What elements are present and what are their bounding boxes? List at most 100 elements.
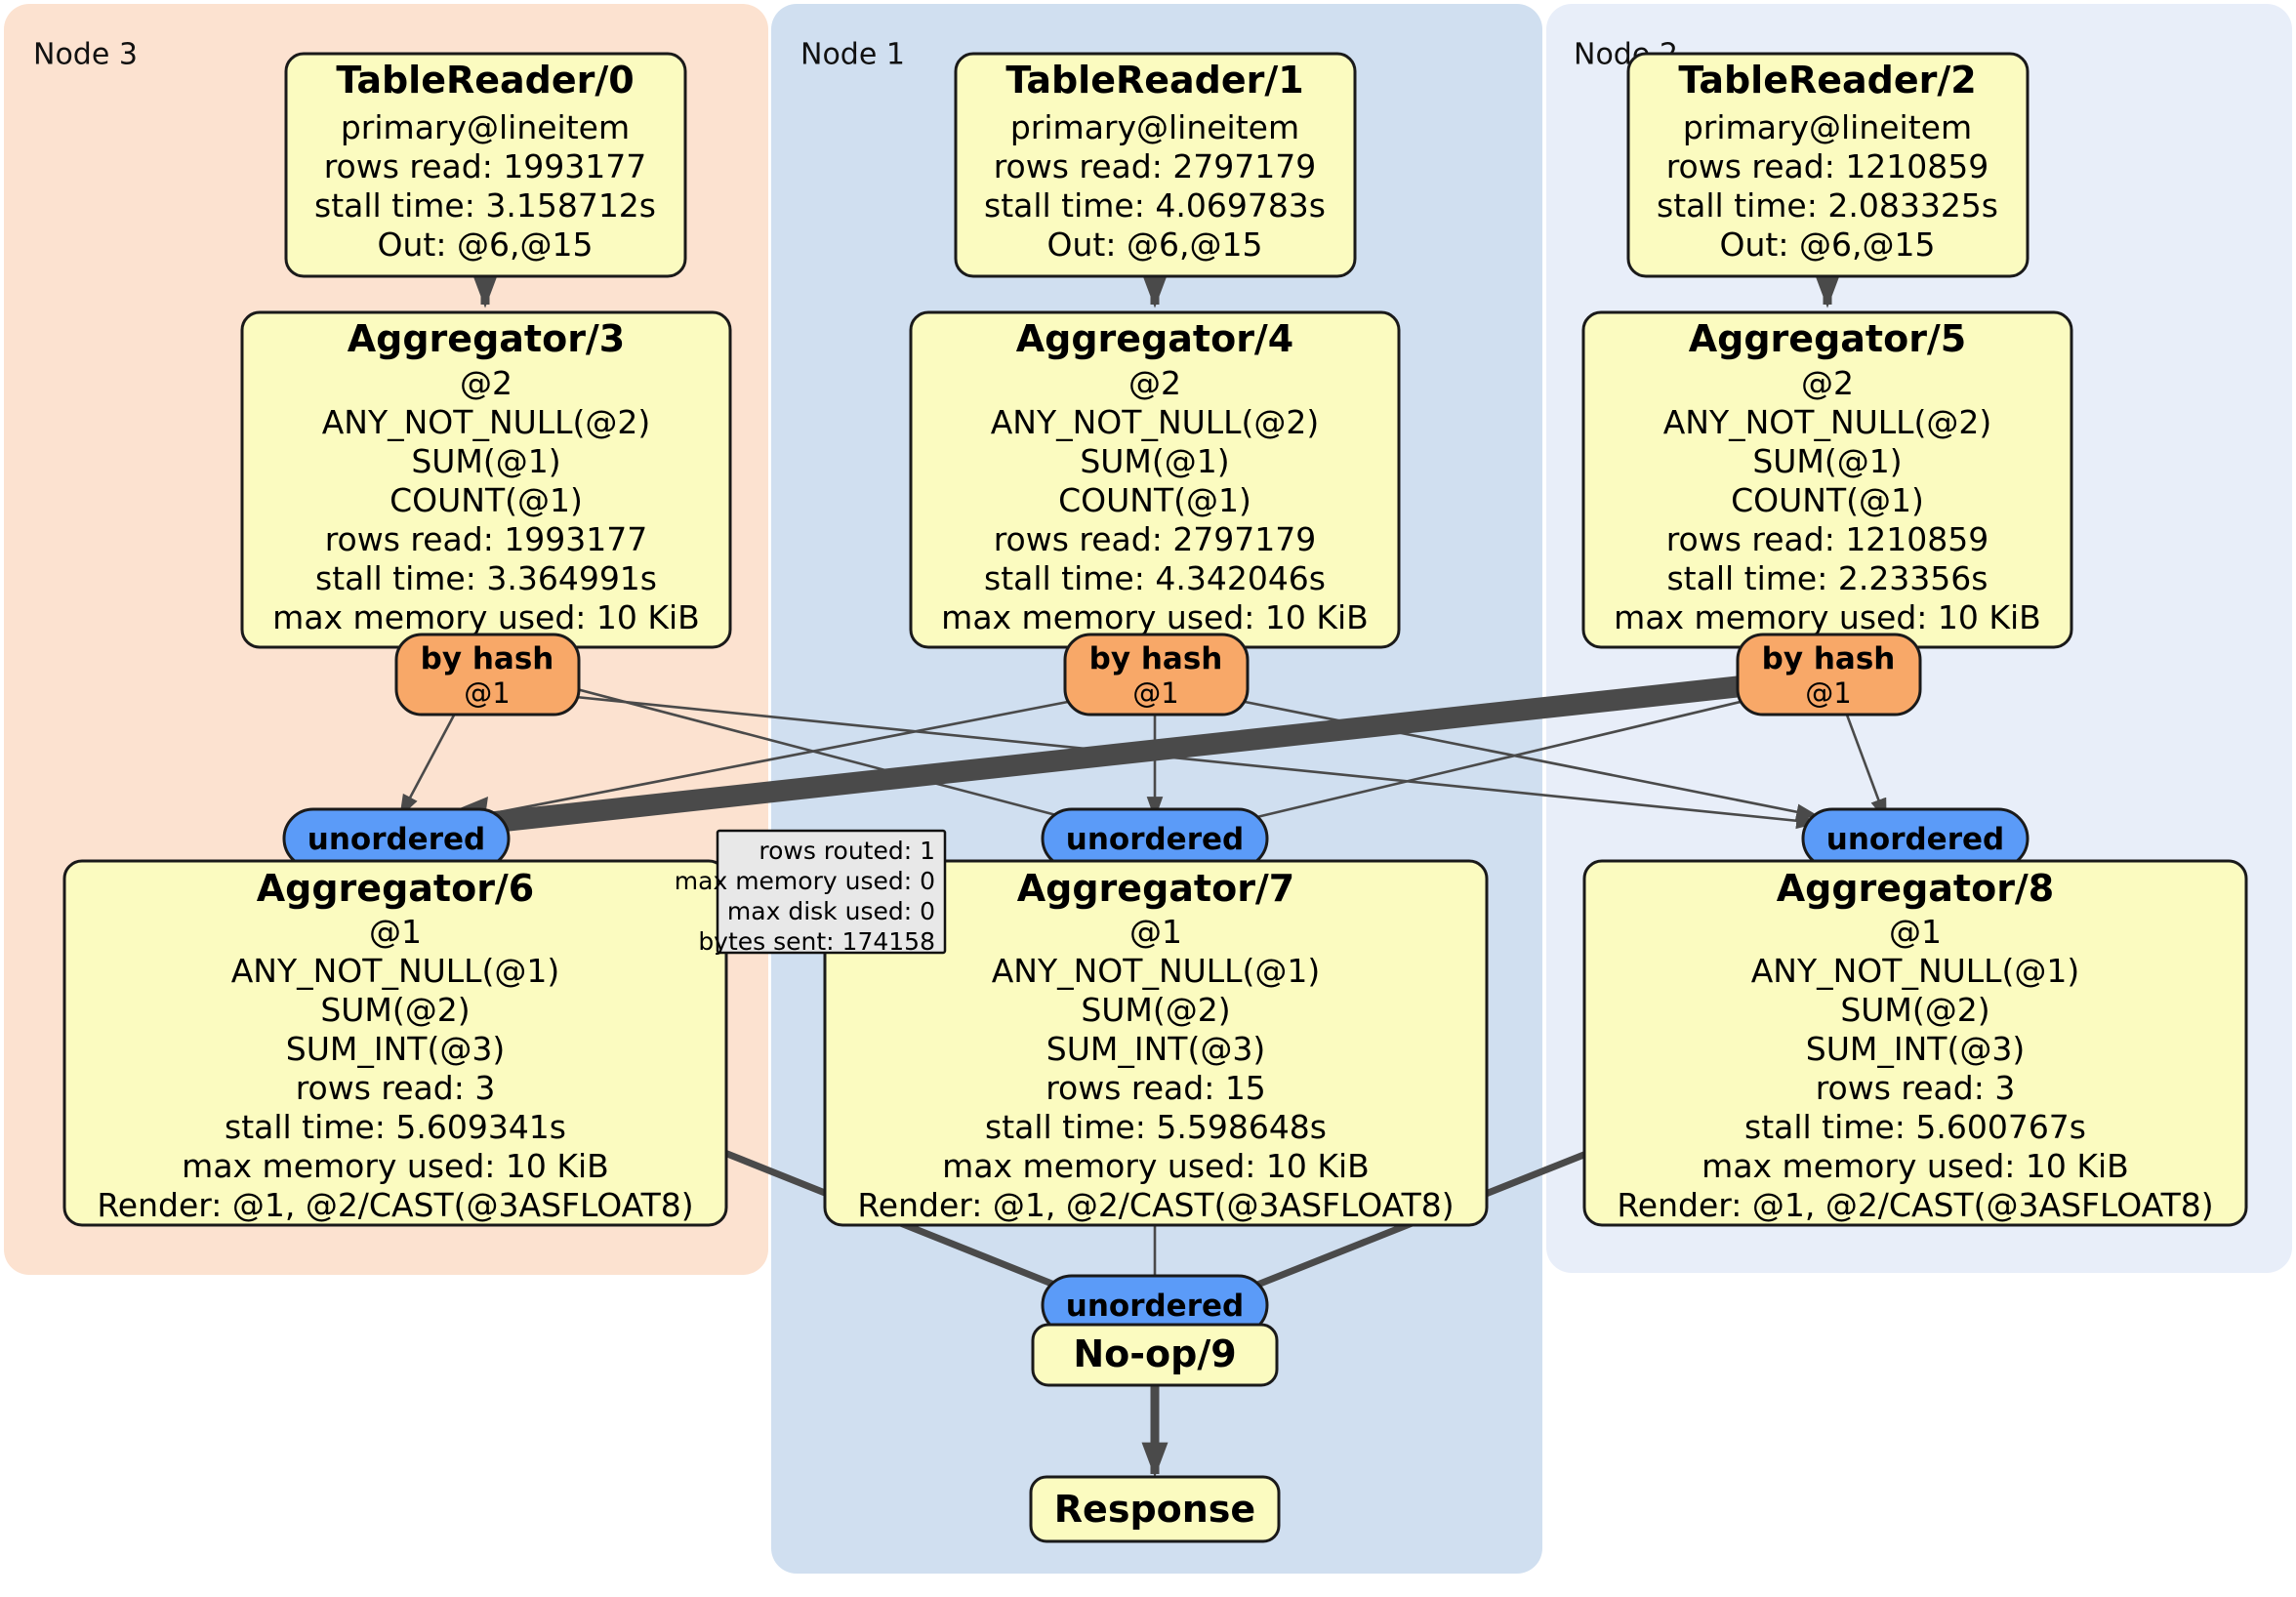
router-subtitle: @1 — [1805, 676, 1851, 710]
operator-line: stall time: 5.609341s — [225, 1108, 566, 1146]
operator-line: stall time: 5.598648s — [985, 1108, 1327, 1146]
operator-line: primary@lineitem — [1010, 108, 1299, 146]
operator-line: rows read: 1993177 — [324, 147, 647, 185]
operator-line: stall time: 3.158712s — [314, 186, 656, 225]
edge-hash3-unordered7 — [554, 681, 1095, 828]
operator-aggregator-3[interactable]: Aggregator/3 @2 ANY_NOT_NULL(@2) SUM(@1)… — [240, 310, 732, 649]
operator-line: rows read: 15 — [1046, 1069, 1266, 1107]
operator-title: Aggregator/6 — [257, 867, 535, 910]
operator-line: Render: @1, @2/CAST(@3ASFLOAT8) — [857, 1186, 1454, 1224]
operator-line: max memory used: 10 KiB — [941, 598, 1369, 636]
operator-response[interactable]: Response — [1029, 1475, 1281, 1543]
operator-line: Render: @1, @2/CAST(@3ASFLOAT8) — [1617, 1186, 2213, 1224]
operator-line: Out: @6,@15 — [1720, 225, 1936, 264]
operator-line: Out: @6,@15 — [1047, 225, 1263, 264]
operator-line: stall time: 5.600767s — [1744, 1108, 2086, 1146]
operator-line: stall time: 4.069783s — [984, 186, 1326, 225]
synchronizer-unordered-8[interactable]: unordered — [1801, 807, 2030, 870]
operator-line: @1 — [1889, 913, 1942, 951]
router-title: by hash — [1089, 641, 1223, 676]
operator-tablereader-2[interactable]: TableReader/2 primary@lineitem rows read… — [1626, 52, 2030, 278]
operator-line: SUM_INT(@3) — [286, 1030, 505, 1068]
operator-title: Aggregator/3 — [348, 317, 626, 360]
router-by-hash-4[interactable]: by hash @1 — [1063, 633, 1250, 717]
operator-line: COUNT(@1) — [1058, 481, 1251, 519]
operator-noop-9[interactable]: No-op/9 — [1031, 1323, 1279, 1387]
operator-title: Response — [1054, 1488, 1255, 1531]
operator-title: Aggregator/7 — [1017, 867, 1295, 910]
operator-title: Aggregator/4 — [1016, 317, 1294, 360]
operator-aggregator-4[interactable]: Aggregator/4 @2 ANY_NOT_NULL(@2) SUM(@1)… — [909, 310, 1401, 649]
operator-line: Render: @1, @2/CAST(@3ASFLOAT8) — [97, 1186, 693, 1224]
router-title: by hash — [1762, 641, 1896, 676]
operator-line: @2 — [1801, 364, 1854, 402]
tooltip-line: rows routed: 1 — [758, 837, 935, 865]
operator-line: stall time: 2.23356s — [1666, 559, 1988, 597]
operator-line: Out: @6,@15 — [378, 225, 594, 264]
operator-line: stall time: 3.364991s — [315, 559, 657, 597]
operator-line: stall time: 4.342046s — [984, 559, 1326, 597]
synchronizer-unordered-9[interactable]: unordered — [1041, 1274, 1269, 1336]
operator-line: stall time: 2.083325s — [1657, 186, 1998, 225]
tooltip-line: max memory used: 0 — [675, 867, 935, 895]
operator-line: primary@lineitem — [1683, 108, 1972, 146]
edge-hash4-unordered6 — [457, 693, 1104, 825]
node-label-node1: Node 1 — [800, 38, 905, 72]
operator-line: SUM(@2) — [1081, 991, 1230, 1029]
router-subtitle: @1 — [1132, 676, 1178, 710]
operator-line: SUM(@2) — [320, 991, 470, 1029]
operator-line: SUM(@2) — [1840, 991, 1989, 1029]
operator-line: rows read: 3 — [1816, 1069, 2016, 1107]
operator-line: rows read: 3 — [296, 1069, 496, 1107]
synchronizer-unordered-6[interactable]: unordered — [282, 807, 511, 870]
router-by-hash-5[interactable]: by hash @1 — [1736, 633, 1922, 717]
operator-line: SUM_INT(@3) — [1806, 1030, 2025, 1068]
operator-line: ANY_NOT_NULL(@2) — [991, 403, 1320, 441]
synchronizer-label: unordered — [1826, 822, 2004, 857]
operator-line: SUM(@1) — [1080, 442, 1229, 480]
operator-line: rows read: 1993177 — [325, 520, 648, 558]
edge-hash5-unordered7 — [1222, 693, 1770, 829]
operator-line: @2 — [460, 364, 512, 402]
router-subtitle: @1 — [464, 676, 510, 710]
stats-tooltip: rows routed: 1 max memory used: 0 max di… — [675, 829, 947, 956]
tooltip-line: bytes sent: 174158 — [698, 927, 935, 956]
operator-aggregator-5[interactable]: Aggregator/5 @2 ANY_NOT_NULL(@2) SUM(@1)… — [1581, 310, 2073, 649]
operator-line: ANY_NOT_NULL(@1) — [231, 952, 560, 990]
operator-line: COUNT(@1) — [390, 481, 583, 519]
operator-line: max memory used: 10 KiB — [1702, 1147, 2129, 1185]
node-label-node3: Node 3 — [33, 38, 138, 72]
synchronizer-label: unordered — [1066, 822, 1244, 857]
operator-line: SUM(@1) — [411, 442, 560, 480]
operator-aggregator-7[interactable]: Aggregator/7 @1 ANY_NOT_NULL(@1) SUM(@2)… — [823, 859, 1489, 1227]
operator-aggregator-6[interactable]: Aggregator/6 @1 ANY_NOT_NULL(@1) SUM(@2)… — [62, 859, 728, 1227]
operator-line: rows read: 2797179 — [994, 520, 1317, 558]
operator-line: ANY_NOT_NULL(@2) — [1663, 403, 1992, 441]
edge-hash3-unordered8 — [555, 693, 1820, 830]
operator-line: @1 — [369, 913, 422, 951]
operator-title: TableReader/2 — [1678, 59, 1976, 102]
operator-title: Aggregator/5 — [1689, 317, 1967, 360]
operator-line: SUM_INT(@3) — [1046, 1030, 1265, 1068]
operator-aggregator-8[interactable]: Aggregator/8 @1 ANY_NOT_NULL(@1) SUM(@2)… — [1582, 859, 2248, 1227]
operator-title: Aggregator/8 — [1777, 867, 2055, 910]
synchronizer-label: unordered — [308, 822, 485, 857]
operator-tablereader-1[interactable]: TableReader/1 primary@lineitem rows read… — [954, 52, 1357, 278]
operator-line: COUNT(@1) — [1731, 481, 1924, 519]
operator-line: rows read: 2797179 — [994, 147, 1317, 185]
operator-line: rows read: 1210859 — [1666, 147, 1989, 185]
operator-line: max memory used: 10 KiB — [272, 598, 700, 636]
operator-title: TableReader/1 — [1005, 59, 1303, 102]
tooltip-line: max disk used: 0 — [727, 897, 935, 925]
synchronizer-unordered-7[interactable]: unordered — [1041, 807, 1269, 870]
operator-line: SUM(@1) — [1752, 442, 1902, 480]
operator-title: No-op/9 — [1073, 1332, 1236, 1375]
router-title: by hash — [421, 641, 554, 676]
operator-line: ANY_NOT_NULL(@2) — [322, 403, 651, 441]
operator-tablereader-0[interactable]: TableReader/0 primary@lineitem rows read… — [284, 52, 687, 278]
synchronizer-label: unordered — [1066, 1289, 1244, 1324]
operator-line: primary@lineitem — [341, 108, 630, 146]
operator-line: ANY_NOT_NULL(@1) — [1751, 952, 2080, 990]
router-by-hash-3[interactable]: by hash @1 — [394, 633, 581, 717]
